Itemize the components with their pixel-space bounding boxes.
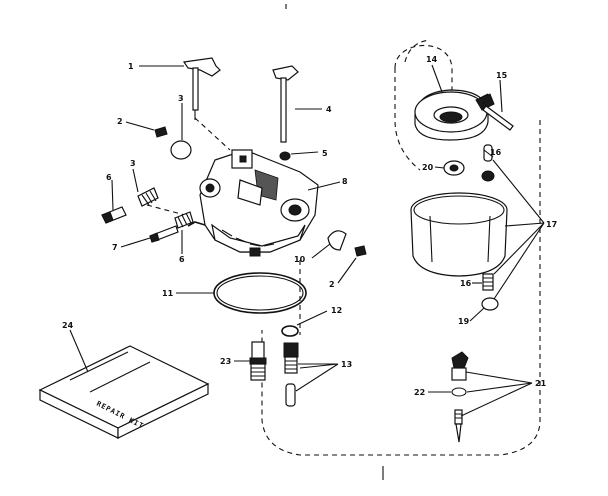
callout-12: 12: [331, 306, 342, 315]
o-ring-icon: [481, 297, 499, 311]
callout-2a: 2: [117, 117, 123, 126]
callout-24: 24: [62, 321, 74, 330]
callout-22: 22: [414, 388, 425, 397]
callout-3a: 3: [178, 94, 184, 103]
gasket-ring-icon: [213, 272, 307, 314]
needle-valve-icon: [149, 225, 179, 243]
carburetor-body-icon: [187, 149, 319, 257]
callout-16a: 16: [490, 148, 502, 157]
callout-5: 5: [322, 149, 328, 158]
callout-2b: 2: [329, 280, 335, 289]
idle-screw-icon: [101, 206, 127, 224]
callout-1: 1: [128, 62, 134, 71]
choke-plate-icon: [327, 230, 347, 251]
throttle-shaft-icon: [182, 57, 221, 120]
callout-17: 17: [546, 220, 557, 229]
callout-20: 20: [422, 163, 434, 172]
callout-13: 13: [341, 360, 352, 369]
callout-8: 8: [342, 177, 348, 186]
screw-icon-2: [354, 245, 367, 257]
washer-icon: [281, 325, 299, 337]
callout-7: 7: [112, 243, 118, 252]
repair-kit-box-icon: [38, 345, 210, 439]
callout-23: 23: [220, 357, 231, 366]
callout-16b: 16: [460, 279, 472, 288]
spring-icon-2: [174, 211, 194, 229]
float-bowl-icon: [410, 192, 508, 277]
callout-3b: 3: [130, 159, 136, 168]
callout-15: 15: [496, 71, 508, 80]
callout-21: 21: [535, 379, 547, 388]
bowl-assembly-outline: [261, 45, 541, 456]
screw-icon: [154, 126, 168, 138]
callout-11: 11: [162, 289, 174, 298]
fitting-icon: [249, 341, 267, 381]
washer-icon-2: [443, 160, 465, 176]
bushing-icon: [279, 151, 291, 161]
callout-19: 19: [458, 317, 470, 326]
spring-icon: [137, 187, 159, 207]
float-pin-icon: [482, 105, 514, 131]
callout-6a: 6: [106, 173, 112, 182]
callout-14: 14: [426, 55, 438, 64]
choke-shaft-icon: [272, 65, 299, 143]
bowl-nut-icon: [451, 351, 469, 443]
spring-icon-3: [482, 273, 494, 291]
callout-6b: 6: [179, 255, 185, 264]
throttle-plate-icon: [170, 140, 192, 160]
callout-10: 10: [294, 255, 306, 264]
float-icon: [414, 89, 495, 141]
jet-assembly-icon: [283, 342, 299, 407]
callout-4: 4: [326, 105, 332, 114]
